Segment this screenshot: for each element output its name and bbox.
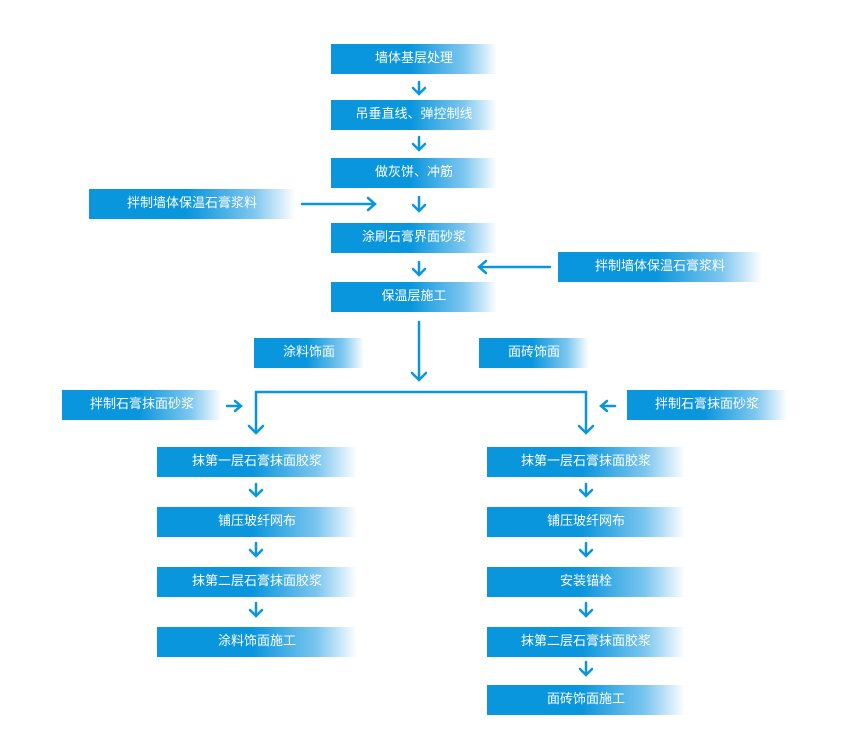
arrow-main-4-head: [411, 267, 427, 277]
main-step-5: 保温层施工: [331, 282, 497, 312]
branch-label-left: 涂料饰面: [254, 338, 364, 368]
branch-input-right: 拌制石膏抹面砂浆: [627, 390, 787, 420]
main-step-1: 墙体基层处理: [331, 44, 497, 74]
arrow-right-2-head: [578, 548, 594, 558]
arrow-branch-right-input-head: [599, 399, 609, 413]
arrow-main-1-head: [411, 86, 427, 96]
right-step-3: 安装锚栓: [487, 567, 685, 597]
main-step-2: 吊垂直线、弹控制线: [331, 100, 497, 130]
right-step-1: 抹第一层石膏抹面胶浆: [487, 447, 685, 477]
left-step-3: 抹第二层石膏抹面胶浆: [157, 567, 357, 597]
main-step-4: 涂刷石膏界面砂浆: [331, 223, 497, 253]
right-step-4: 抹第二层石膏抹面胶浆: [487, 627, 685, 657]
branch-input-left: 拌制石膏抹面砂浆: [62, 390, 222, 420]
arrow-right-1-head: [578, 488, 594, 498]
split-right-head: [577, 424, 595, 435]
right-step-2: 铺压玻纤网布: [487, 507, 685, 537]
left-step-4: 涂料饰面施工: [157, 627, 357, 657]
split-left-head: [247, 424, 265, 435]
right-step-5: 面砖饰面施工: [487, 685, 685, 715]
side-input-left: 拌制墙体保温石膏浆料: [89, 189, 295, 219]
main-step-3: 做灰饼、冲筋: [331, 158, 497, 188]
side-input-right: 拌制墙体保温石膏浆料: [558, 252, 762, 282]
arrow-left-3-head: [248, 608, 264, 618]
arrow-left-input-head: [366, 196, 377, 212]
left-step-2: 铺压玻纤网布: [157, 507, 357, 537]
arrow-right-3-head: [578, 608, 594, 618]
arrow-right-4-head: [578, 667, 594, 677]
arrow-right-input-head: [477, 259, 488, 275]
arrow-split-stem-head: [410, 371, 428, 382]
arrow-main-2-head: [411, 142, 427, 152]
arrow-branch-left-input-head: [233, 399, 243, 413]
arrow-main-3-head: [411, 203, 427, 213]
arrow-left-2-head: [248, 548, 264, 558]
branch-label-right: 面砖饰面: [479, 338, 589, 368]
left-step-1: 抹第一层石膏抹面胶浆: [157, 447, 357, 477]
arrow-left-1-head: [248, 488, 264, 498]
split-bar: [254, 390, 588, 434]
